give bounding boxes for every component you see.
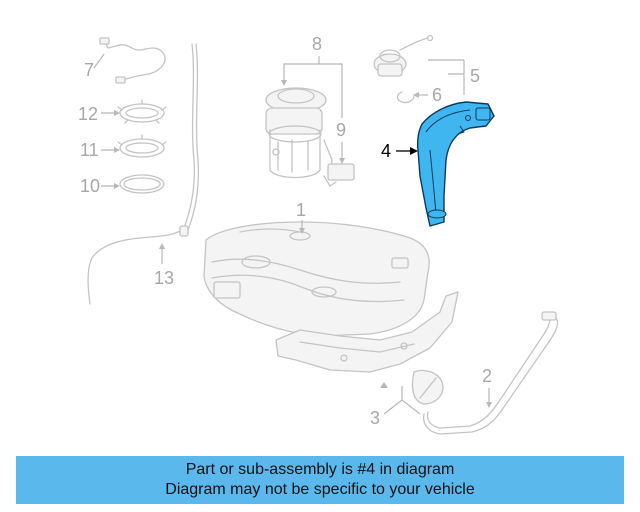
filler-neck-body (416, 101, 495, 227)
part-4-filler-neck (416, 101, 495, 227)
part-5-filler-cap (373, 34, 434, 77)
part-13-vent-line (87, 43, 200, 305)
part-6-clip (396, 91, 415, 104)
callout-3: 3 (370, 408, 380, 428)
part-3-heat-shield (275, 291, 459, 405)
callout-6: 6 (432, 85, 442, 105)
info-banner: Part or sub-assembly is #4 in diagram Di… (16, 456, 624, 504)
part-1-fuel-tank (203, 221, 430, 337)
callout-9: 9 (336, 120, 346, 140)
part-10-gasket (119, 174, 165, 194)
banner-line-2: Diagram may not be specific to your vehi… (165, 481, 475, 498)
banner-line-1: Part or sub-assembly is #4 in diagram (185, 461, 455, 478)
part-8-fuel-pump-module (265, 87, 327, 179)
callout-1: 1 (296, 200, 306, 220)
part-9-level-sender (323, 139, 355, 187)
callout-11: 11 (80, 140, 99, 160)
callout-13: 13 (154, 268, 174, 288)
callout-2: 2 (482, 366, 492, 386)
part-7-wire-harness (99, 37, 166, 84)
part-11-seal (117, 134, 167, 158)
callout-4: 4 (381, 141, 391, 161)
part-12-lock-ring (117, 99, 167, 124)
callout-8: 8 (312, 34, 322, 54)
callout-12: 12 (78, 104, 98, 124)
callout-10: 10 (80, 176, 100, 196)
callout-5: 5 (470, 66, 480, 86)
part-2-tank-strap (422, 311, 559, 435)
callout-7: 7 (84, 60, 94, 80)
